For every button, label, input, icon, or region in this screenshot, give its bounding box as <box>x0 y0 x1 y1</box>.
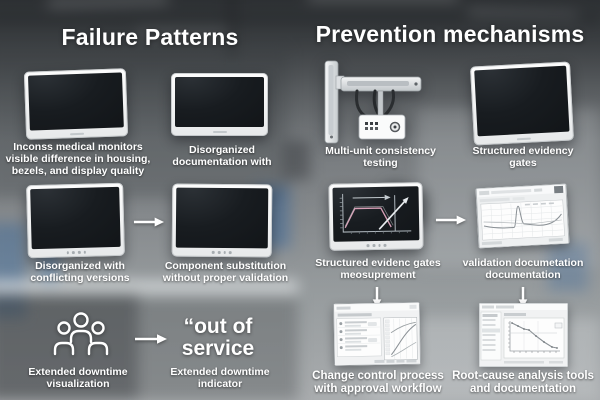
people-group-icon <box>52 311 110 361</box>
monitor-conflicting-versions <box>26 182 125 259</box>
caption-inconsistent-monitors: Inconss medical monitors visible differe… <box>5 141 151 177</box>
arrow-right-icon <box>134 333 168 345</box>
monitor-component-substitution <box>171 183 273 258</box>
monitor-disorganized-docs <box>171 73 268 136</box>
caption-root-cause-analysis: Root-cause analysis tools and documentat… <box>452 370 594 395</box>
brand-mark <box>212 130 227 133</box>
caption-component-substitution: Component substitution without proper va… <box>162 260 289 284</box>
left-column-title: Failure Patterns <box>61 24 239 50</box>
caption-disorganized-documentation: Disorganized documentation with <box>172 144 272 168</box>
monitor-screen <box>27 72 124 131</box>
caption-extended-downtime-indicator: Extended downtime indicator <box>170 366 270 390</box>
monitor-inconsistent-housing <box>23 68 129 140</box>
right-column-title: Prevention mechanisms <box>315 21 585 47</box>
window-validation-documentation <box>475 183 570 249</box>
brand-mark <box>69 132 85 135</box>
multi-unit-test-rig <box>323 57 435 150</box>
brand-mark <box>516 137 531 140</box>
arrow-right-icon <box>133 216 165 228</box>
monitor-evidence-measurement <box>328 182 424 251</box>
monitor-screen <box>30 186 121 250</box>
caption-evidence-gates-measurement: Structured evidenc gates meosuprement <box>315 257 441 281</box>
caption-conflicting-versions: Disorganized with conflicting versions <box>30 260 130 284</box>
monitor-screen <box>175 187 269 249</box>
arrow-right-icon <box>435 214 467 226</box>
caption-validation-documentation: validation documetation documentation <box>462 257 584 281</box>
caption-structured-evidency-gates: Structured evidency gates <box>472 145 574 169</box>
caption-change-control-process: Change control process with approval wor… <box>312 370 444 395</box>
monitor-screen-chart <box>332 186 420 242</box>
window-change-control <box>333 302 421 366</box>
monitor-screen <box>474 65 570 137</box>
monitor-screen <box>175 77 264 127</box>
caption-extended-downtime-visualization: Extended downtime visualization <box>28 366 128 390</box>
monitor-structured-gates <box>470 61 574 146</box>
caption-multi-unit-testing: Multi-unit consistency testing <box>325 145 436 169</box>
window-root-cause-analysis <box>479 303 568 367</box>
monitor-bezel <box>175 127 264 136</box>
out-of-service-callout: “out of service <box>181 315 255 361</box>
monitor-buttons <box>333 240 419 250</box>
monitor-buttons <box>176 248 268 258</box>
